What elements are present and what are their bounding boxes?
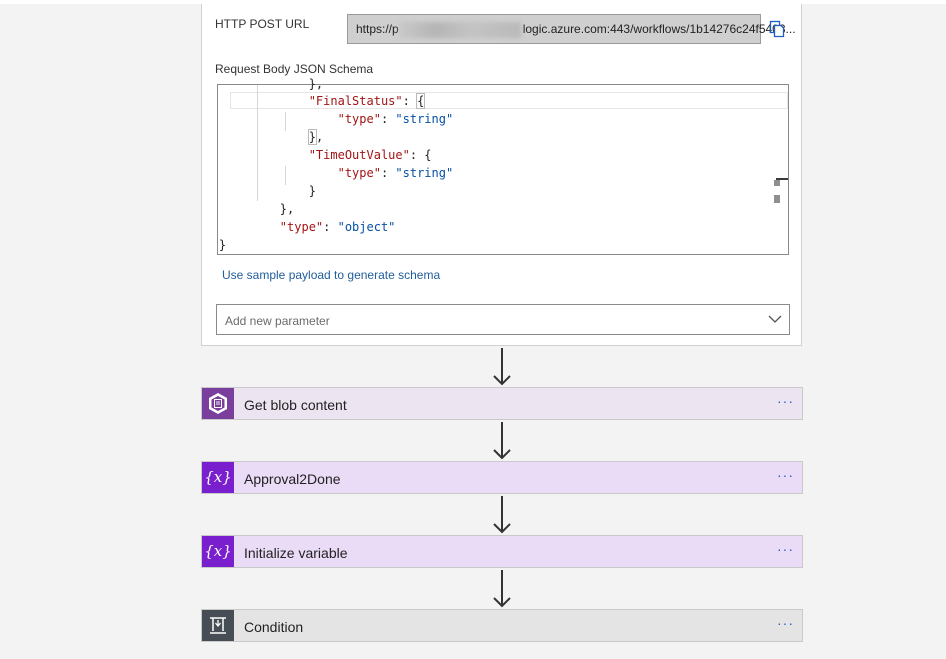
action-condition[interactable]: Condition ··· [201, 609, 803, 642]
code-line-9: "type": "object" [279, 220, 396, 234]
indent-guide [285, 112, 286, 131]
code-line-1: }, [222, 77, 324, 91]
url-redaction-blur [398, 21, 521, 38]
indent-guide [285, 166, 286, 185]
url-prefix: https://p [356, 22, 399, 36]
code-line-10: } [190, 238, 227, 252]
action-title: Initialize variable [244, 545, 348, 561]
http-request-trigger-card: HTTP POST URL https://p logic.azure.com:4… [201, 4, 802, 346]
more-options-icon[interactable]: ··· [777, 393, 794, 409]
variable-icon: {x} [202, 462, 234, 493]
more-options-icon[interactable]: ··· [777, 541, 794, 557]
add-new-parameter-placeholder: Add new parameter [225, 314, 330, 328]
more-options-icon[interactable]: ··· [777, 615, 794, 631]
use-sample-payload-link[interactable]: Use sample payload to generate schema [222, 268, 441, 282]
add-new-parameter-dropdown[interactable]: Add new parameter [216, 304, 790, 335]
overview-ruler-mark [774, 180, 780, 186]
code-line-6: "type": "string" [337, 166, 454, 180]
schema-code-editor[interactable]: }, "FinalStatus": { "type": "string" }, … [217, 77, 789, 255]
action-title: Get blob content [244, 397, 347, 413]
variable-glyph: {x} [204, 468, 232, 486]
action-title: Condition [244, 619, 304, 635]
code-line-4: }, [307, 129, 324, 145]
variable-icon: {x} [202, 536, 234, 567]
code-line-5: "TimeOutValue": { [308, 148, 432, 162]
flow-arrow-icon [493, 422, 511, 460]
overview-ruler-mark [776, 178, 788, 180]
request-body-schema-label: Request Body JSON Schema [215, 62, 374, 76]
code-line-7: } [222, 184, 316, 198]
code-line-8: }, [222, 202, 295, 216]
flow-arrow-icon [493, 348, 511, 386]
http-post-url-field[interactable]: https://p logic.azure.com:443/workflows/1… [347, 14, 796, 44]
blob-storage-icon [202, 388, 234, 419]
flow-arrow-icon [493, 570, 511, 608]
url-suffix: logic.azure.com:443/workflows/1b14276c24… [522, 22, 796, 36]
variable-glyph: {x} [204, 542, 232, 560]
indent-guide [257, 85, 258, 201]
copy-icon[interactable] [769, 20, 785, 38]
code-line-2: "FinalStatus": { [308, 93, 426, 109]
http-post-url-label: HTTP POST URL [215, 17, 310, 31]
overview-ruler-mark [774, 195, 780, 203]
current-line-highlight [230, 92, 788, 109]
flow-arrow-icon [493, 496, 511, 534]
condition-icon [202, 610, 234, 641]
action-title: Approval2Done [244, 471, 341, 487]
action-get-blob-content[interactable]: Get blob content ··· [201, 387, 803, 420]
action-approval2done[interactable]: {x} Approval2Done ··· [201, 461, 803, 494]
code-line-3: "type": "string" [337, 112, 454, 126]
chevron-down-icon [768, 315, 782, 323]
top-strip [0, 0, 946, 4]
more-options-icon[interactable]: ··· [777, 467, 794, 483]
action-initialize-variable[interactable]: {x} Initialize variable ··· [201, 535, 803, 568]
